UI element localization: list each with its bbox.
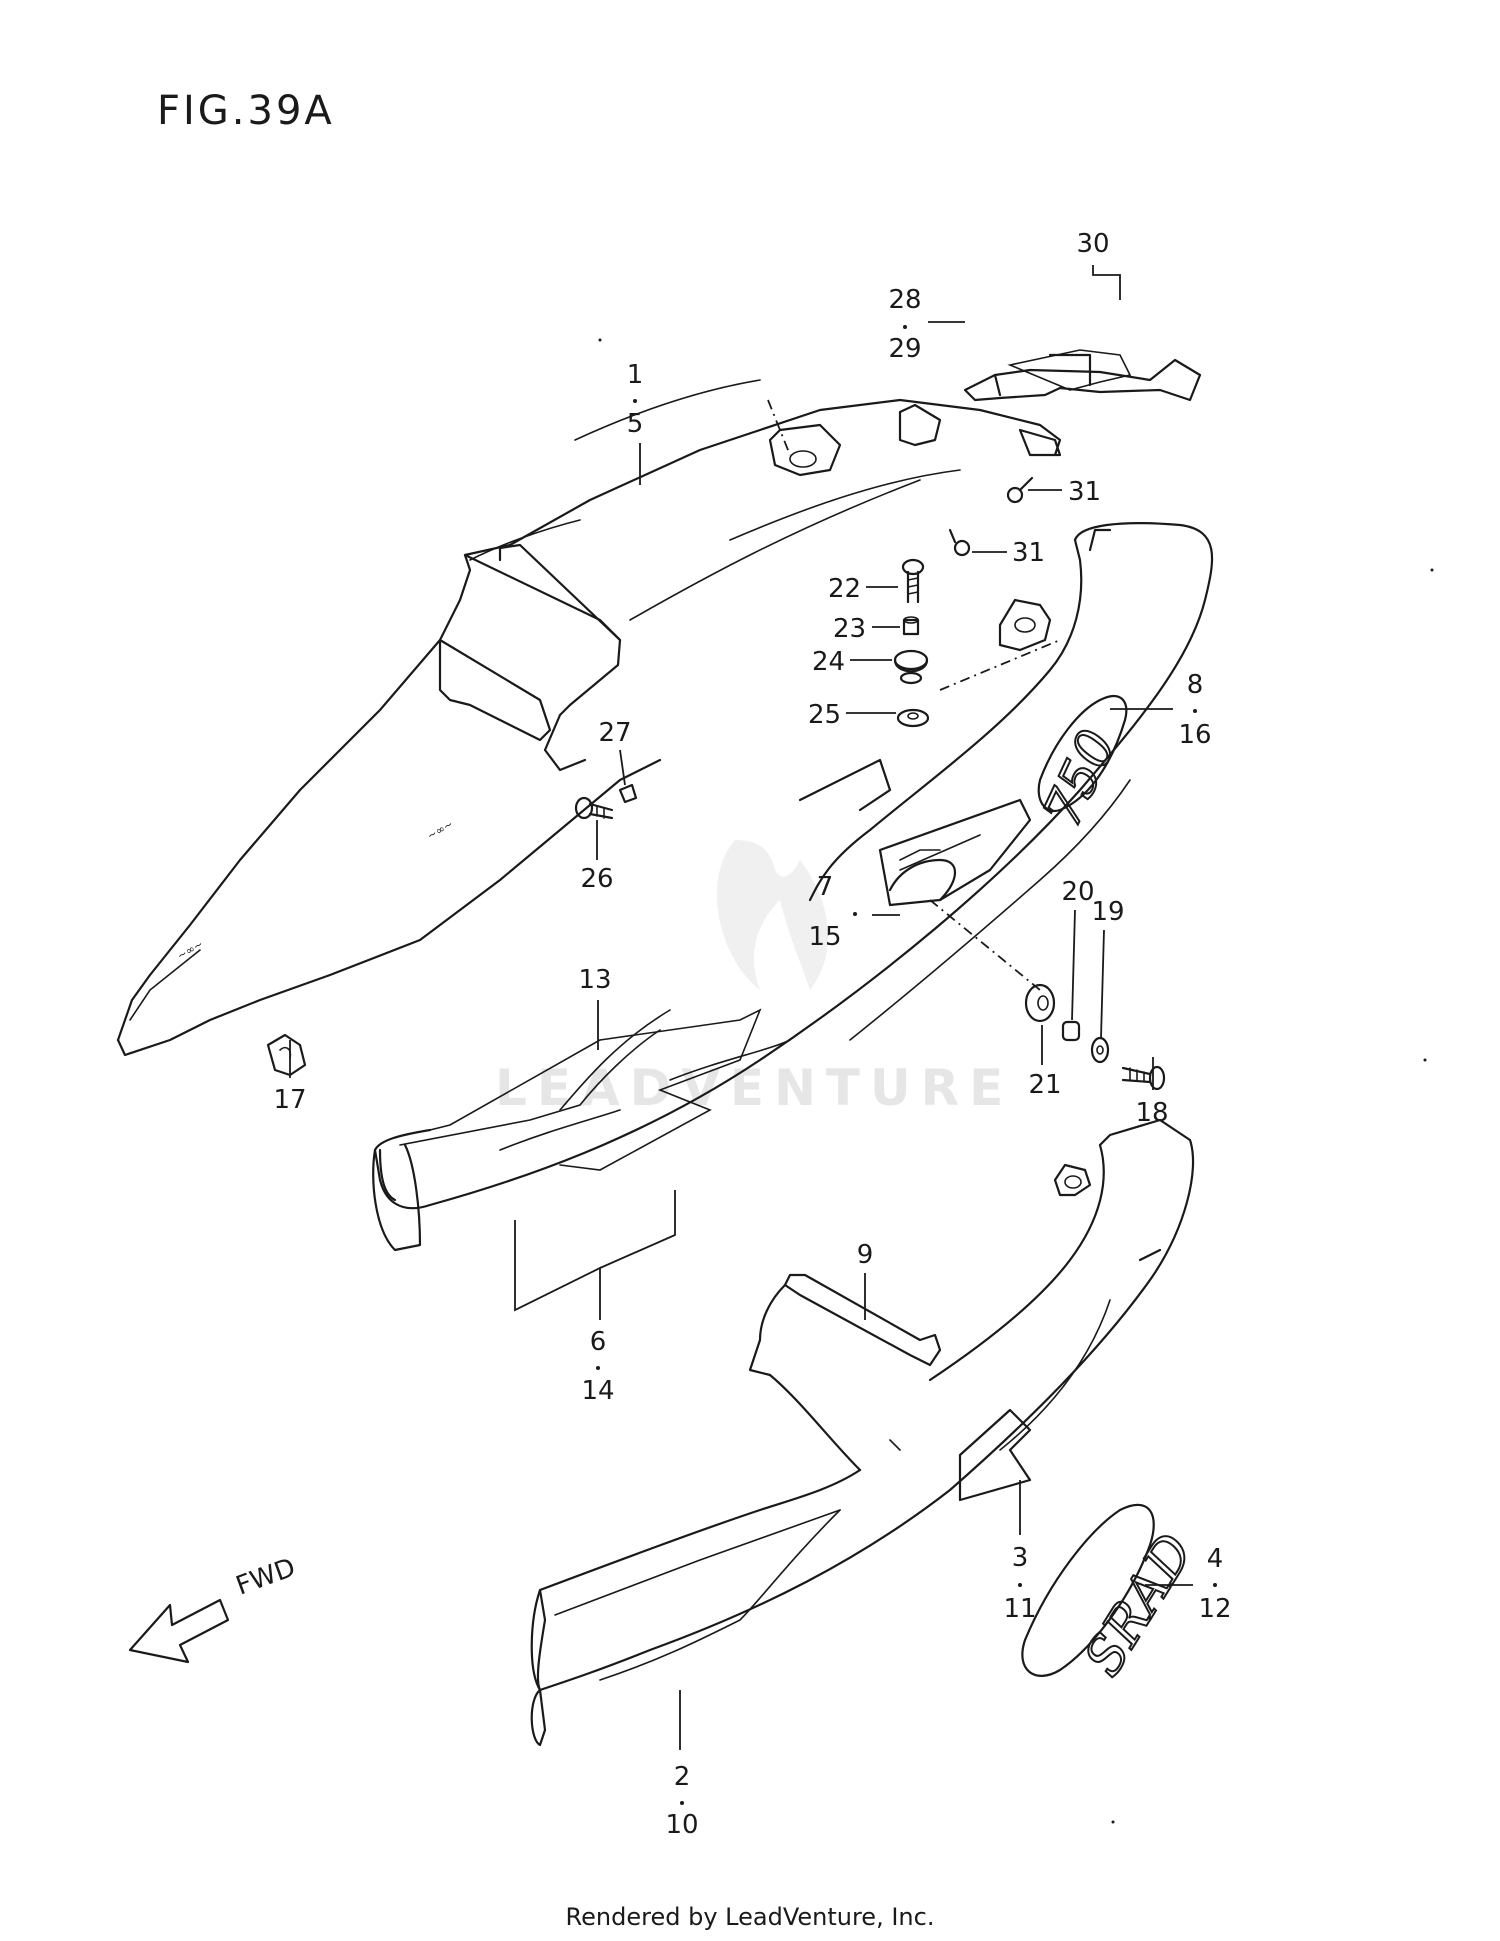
svg-text:19: 19 — [1091, 897, 1124, 927]
svg-text:31: 31 — [1068, 477, 1101, 507]
svg-text:9: 9 — [857, 1240, 874, 1270]
svg-text:18: 18 — [1135, 1098, 1168, 1128]
svg-text:31: 31 — [1012, 538, 1045, 568]
svg-text:21: 21 — [1028, 1070, 1061, 1100]
svg-text:17: 17 — [273, 1085, 306, 1115]
callout-25: 25 — [808, 700, 896, 730]
watermark-text: LEADVENTURE — [495, 1059, 1013, 1117]
svg-text:11: 11 — [1003, 1594, 1036, 1624]
750-decal: 750 — [1031, 695, 1130, 838]
callout-1-5: 1 5 — [627, 360, 644, 485]
callout-3-11: 3 11 — [1003, 1480, 1037, 1624]
leadventure-watermark: LEADVENTURE — [495, 840, 1013, 1117]
svg-text:16: 16 — [1178, 720, 1211, 750]
screw-31-lower — [948, 528, 971, 557]
svg-text:12: 12 — [1198, 1594, 1231, 1624]
fasteners — [266, 399, 1166, 1091]
callout-27: 27 — [598, 718, 632, 786]
forward-arrow-icon — [128, 1598, 230, 1664]
cowl-emblem-mark: ~∞~ — [425, 818, 455, 843]
svg-text:10: 10 — [665, 1810, 698, 1840]
callout-31-lower: 31 — [972, 538, 1045, 568]
svg-text:23: 23 — [833, 614, 866, 644]
callout-13: 13 — [578, 965, 612, 1050]
svg-text:28: 28 — [888, 285, 921, 315]
callouts: 1 5 28 29 30 31 — [273, 229, 1231, 1840]
svg-text:4: 4 — [1207, 1544, 1224, 1574]
callout-23: 23 — [833, 614, 900, 644]
tail-cover-piece — [963, 349, 1202, 402]
svg-text:20: 20 — [1061, 877, 1094, 907]
callout-8-16: 8 16 — [1110, 670, 1212, 750]
svg-text:27: 27 — [598, 718, 631, 748]
callout-20: 20 — [1061, 877, 1095, 1021]
svg-text:2: 2 — [674, 1762, 691, 1792]
svg-text:8: 8 — [1187, 670, 1204, 700]
washer-25 — [896, 708, 930, 728]
callout-7-15: 7 15 — [808, 872, 900, 952]
clip-27 — [618, 783, 638, 804]
callout-26: 26 — [580, 820, 614, 894]
screw-31-upper — [1006, 476, 1034, 504]
grommet-17 — [266, 1033, 307, 1077]
fwd-label: FWD — [232, 1553, 299, 1602]
screw-22 — [901, 558, 925, 604]
svg-text:13: 13 — [578, 965, 611, 995]
callout-4-12: 4 12 — [1145, 1544, 1232, 1624]
callout-31-upper: 31 — [1028, 477, 1101, 507]
seat-tail-cowl-upper: ~∞~ ~∞~ — [116, 379, 1062, 1057]
callout-28-29: 28 29 — [888, 285, 965, 364]
svg-text:5: 5 — [627, 409, 644, 439]
svg-text:30: 30 — [1076, 229, 1109, 259]
right-side-panel: 750 — [372, 522, 1214, 1252]
srad-decal-text: SRAD — [1073, 1524, 1206, 1686]
callout-17: 17 — [273, 1040, 307, 1115]
side-panel-stripe — [429, 1008, 791, 1171]
footer-credit: Rendered by LeadVenture, Inc. — [565, 1903, 935, 1931]
svg-text:25: 25 — [808, 700, 841, 730]
figure-title: FIG.39A — [157, 88, 335, 134]
svg-text:3: 3 — [1012, 1543, 1029, 1573]
callout-18: 18 — [1135, 1057, 1169, 1128]
callout-21: 21 — [1028, 1025, 1062, 1100]
forward-direction-indicator: FWD — [128, 1553, 299, 1664]
lower-side-panel: SRAD — [530, 1118, 1207, 1747]
svg-text:15: 15 — [808, 922, 841, 952]
callout-6-14: 6 14 — [514, 1190, 676, 1406]
svg-text:1: 1 — [627, 360, 644, 390]
washer-19 — [1090, 1036, 1110, 1064]
svg-text:22: 22 — [828, 574, 861, 604]
svg-text:26: 26 — [580, 864, 613, 894]
svg-text:6: 6 — [590, 1327, 607, 1357]
callout-24: 24 — [812, 647, 892, 677]
callout-22: 22 — [828, 574, 898, 604]
collar-20 — [1061, 1020, 1081, 1042]
screw-26 — [574, 796, 614, 820]
callout-30: 30 — [1076, 229, 1121, 300]
callout-9: 9 — [857, 1240, 874, 1320]
svg-text:29: 29 — [888, 334, 921, 364]
srad-decal: SRAD — [1021, 1503, 1207, 1687]
svg-text:24: 24 — [812, 647, 845, 677]
callout-19: 19 — [1091, 897, 1125, 1039]
grommet-21 — [1024, 983, 1056, 1023]
grommet-24 — [893, 649, 929, 685]
svg-text:7: 7 — [817, 872, 834, 902]
bolt-18 — [1121, 1065, 1166, 1091]
callout-2-10: 2 10 — [665, 1690, 699, 1840]
750-decal-text: 750 — [1032, 721, 1128, 836]
spacer-23 — [902, 616, 920, 636]
svg-text:14: 14 — [581, 1376, 614, 1406]
